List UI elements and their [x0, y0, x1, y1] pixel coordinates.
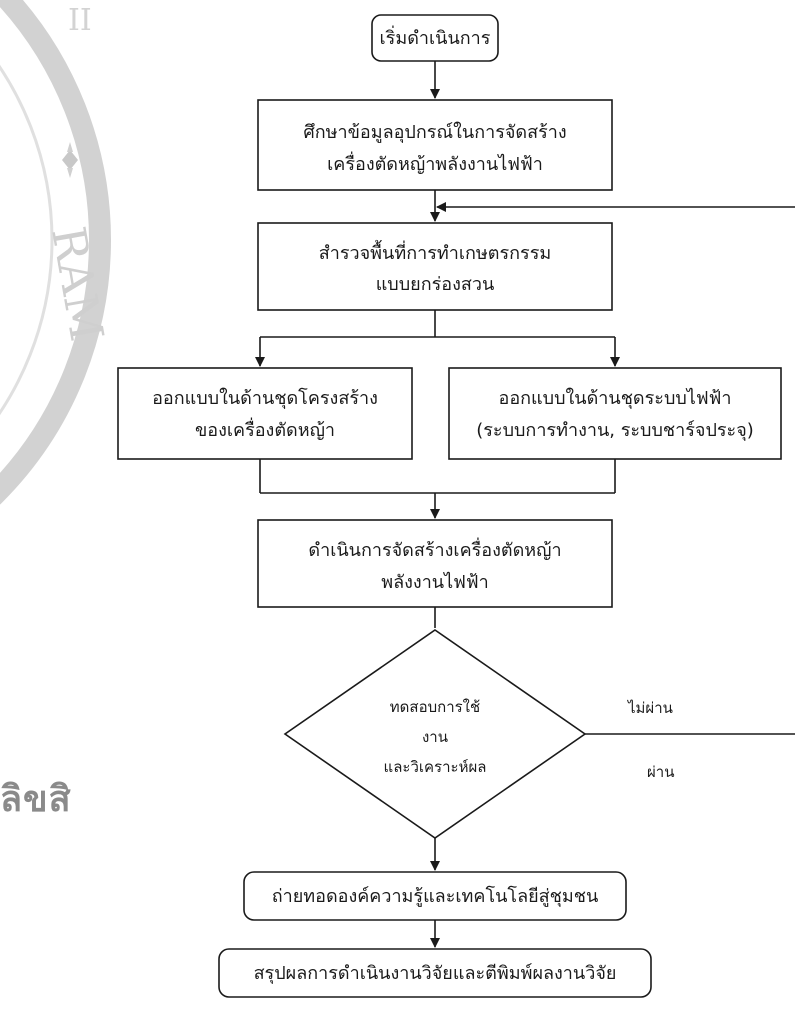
test-decision-line3: และวิเคราะห์ผล — [384, 758, 487, 776]
start-node-label: เริ่มดำเนินการ — [380, 25, 491, 49]
summary-node — [218, 948, 652, 998]
watermark-text: ลิขสิ — [0, 779, 72, 820]
svg-text:II: II — [68, 3, 92, 38]
survey-node — [257, 222, 613, 311]
study-node — [257, 99, 613, 191]
study-node-line2: เครื่องตัดหญ้าพลังงานไฟฟ้า — [327, 151, 543, 175]
summary-node-label: สรุปผลการดำเนินงานวิจัยและตีพิมพ์ผลงานวิ… — [254, 963, 617, 984]
build-node-line1: ดำเนินการจัดสร้างเครื่องตัดหญ้า — [308, 537, 561, 561]
design-electric-line1: ออกแบบในด้านชุดระบบไฟฟ้า — [499, 387, 732, 409]
transfer-node-label: ถ่ายทอดองค์ความรู้และเทคโนโลยีสู่ชุมชน — [272, 885, 599, 907]
survey-node-line1: สำรวจพื้นที่การทำเกษตรกรรม — [319, 240, 551, 264]
pass-label: ผ่าน — [647, 763, 674, 781]
test-decision-line2: งาน — [422, 728, 448, 746]
watermark-seal: RAM II — [0, 0, 114, 505]
design-structure-line1: ออกแบบในด้านชุดโครงสร้าง — [152, 387, 378, 409]
study-node-line1: ศึกษาข้อมูลอุปกรณ์ในการจัดสร้าง — [303, 121, 566, 143]
watermark-emblem-icon — [62, 142, 78, 178]
design-structure-line2: ของเครื่องตัดหญ้า — [195, 417, 335, 441]
design-electric-line2: (ระบบการทำงาน, ระบบชาร์จประจุ) — [476, 420, 754, 441]
fail-label: ไม่ผ่าน — [627, 699, 673, 717]
build-node — [257, 519, 613, 608]
test-decision-line1: ทดสอบการใช้ — [390, 698, 480, 716]
design-structure-node — [117, 367, 413, 460]
build-node-line2: พลังงานไฟฟ้า — [381, 571, 489, 593]
design-electric-node — [448, 367, 782, 460]
survey-node-line2: แบบยกร่องสวน — [376, 274, 495, 295]
